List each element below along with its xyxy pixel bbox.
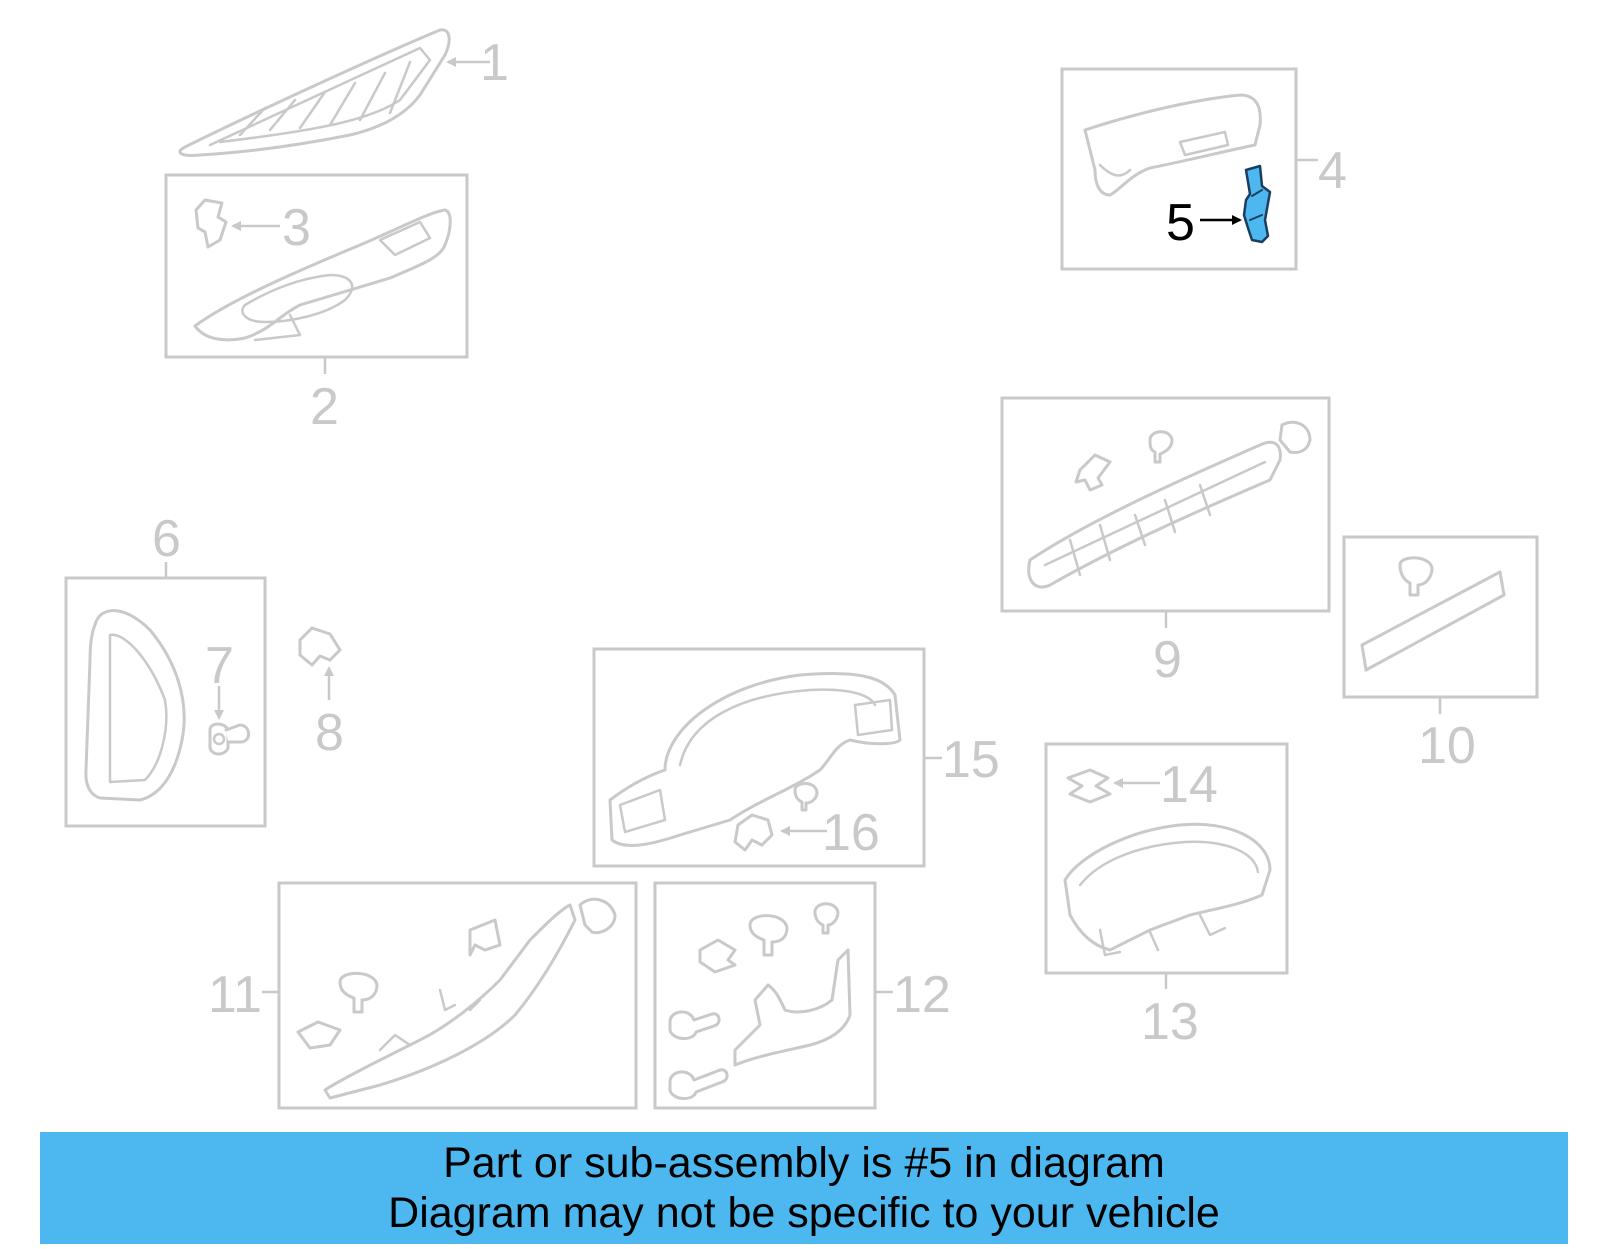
callout-14-label: 14 [1160,756,1218,814]
callout-11: 11 [208,966,279,1024]
callout-7-label: 7 [205,637,234,695]
part-15-cluster-bezel[interactable] [608,672,902,847]
callout-4: 4 [1296,142,1347,200]
part-2-dash-panel[interactable] [193,208,452,342]
banner-line-2: Diagram may not be specific to your vehi… [388,1189,1220,1237]
part-10-trim-strip[interactable] [1360,556,1506,672]
callout-2: 2 [310,357,339,436]
callout-13-label: 13 [1141,993,1199,1051]
callout-12: 12 [875,966,951,1024]
callout-8: 8 [315,666,344,762]
callout-2-label: 2 [310,378,339,436]
callout-11-label: 11 [208,966,262,1024]
callout-9: 9 [1153,611,1182,689]
callout-8-label: 8 [315,704,344,762]
banner-line-1: Part or sub-assembly is #5 in diagram [443,1139,1165,1187]
part-14-clip[interactable] [1066,768,1112,804]
part-1-vent-trim[interactable] [178,28,451,157]
part-2-box [164,173,469,359]
part-3-clip[interactable] [194,198,228,249]
callout-12-label: 12 [893,966,951,1024]
info-banner: Part or sub-assembly is #5 in diagram Di… [40,1132,1568,1244]
callout-3: 3 [231,199,311,257]
part-6-side-cover[interactable] [84,609,186,802]
callout-5-label: 5 [1166,194,1195,252]
callout-6: 6 [152,510,181,578]
callout-1-label: 1 [480,34,509,92]
part-7-clip[interactable] [208,722,250,756]
part-11-lower-panel[interactable] [296,897,617,1100]
callout-4-label: 4 [1318,142,1347,200]
part-9-center-trim[interactable] [1027,420,1312,589]
callout-16: 16 [780,804,880,862]
part-12-knee-panel[interactable] [668,902,852,1100]
part-13-cluster-housing[interactable] [1063,822,1272,957]
part-4-glove-box[interactable] [1083,93,1262,197]
callout-10: 10 [1418,697,1476,775]
part-12-box [653,881,877,1110]
callout-6-label: 6 [152,510,181,568]
callout-9-label: 9 [1153,631,1182,689]
callout-5: 5 [1166,194,1242,252]
callout-14: 14 [1113,756,1218,814]
callout-16-label: 16 [822,804,880,862]
callout-15: 15 [924,731,1000,789]
part-16-clip[interactable] [733,813,774,852]
callout-10-label: 10 [1418,717,1476,775]
callout-15-label: 15 [942,731,1000,789]
callout-1: 1 [446,34,509,92]
callout-3-label: 3 [282,199,311,257]
part-11-box [277,881,638,1110]
part-8-clip[interactable] [298,626,342,667]
callout-7: 7 [205,637,234,720]
part-4-box [1060,67,1298,271]
callout-13: 13 [1141,973,1199,1051]
part-5-bracket-highlighted[interactable] [1242,164,1272,244]
